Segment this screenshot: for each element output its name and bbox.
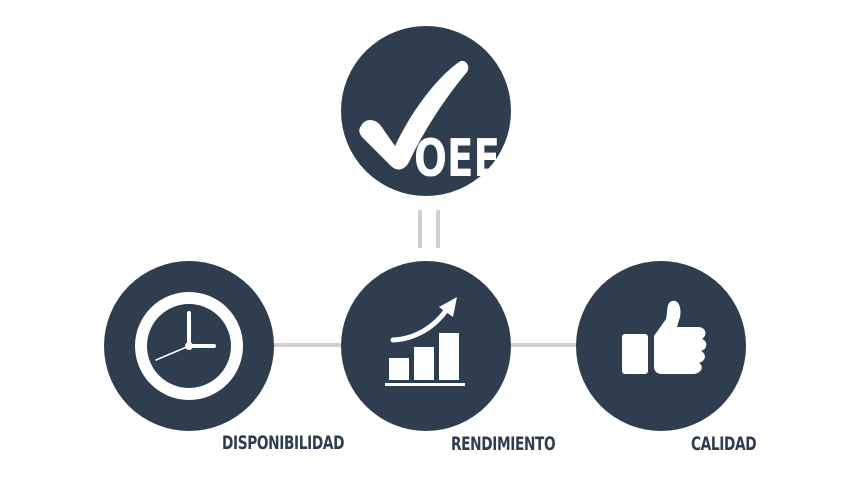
clock-icon: [135, 292, 243, 400]
rendimiento-node: [341, 261, 511, 431]
checkmark-icon: [359, 60, 469, 170]
connector-right: [508, 343, 580, 347]
thumbs-up-icon: [622, 300, 707, 374]
connector-left: [272, 343, 344, 347]
oee-node: OEE: [341, 26, 511, 196]
equals-connector-right: [436, 210, 440, 248]
equals-connector-left: [418, 210, 422, 248]
calidad-label: CALIDAD: [691, 433, 757, 455]
disponibilidad-label: DISPONIBILIDAD: [222, 432, 345, 454]
disponibilidad-node: [104, 261, 274, 431]
rendimiento-label: RENDIMIENTO: [451, 433, 556, 455]
growth-chart-icon: [385, 297, 465, 386]
calidad-node: [576, 261, 746, 431]
